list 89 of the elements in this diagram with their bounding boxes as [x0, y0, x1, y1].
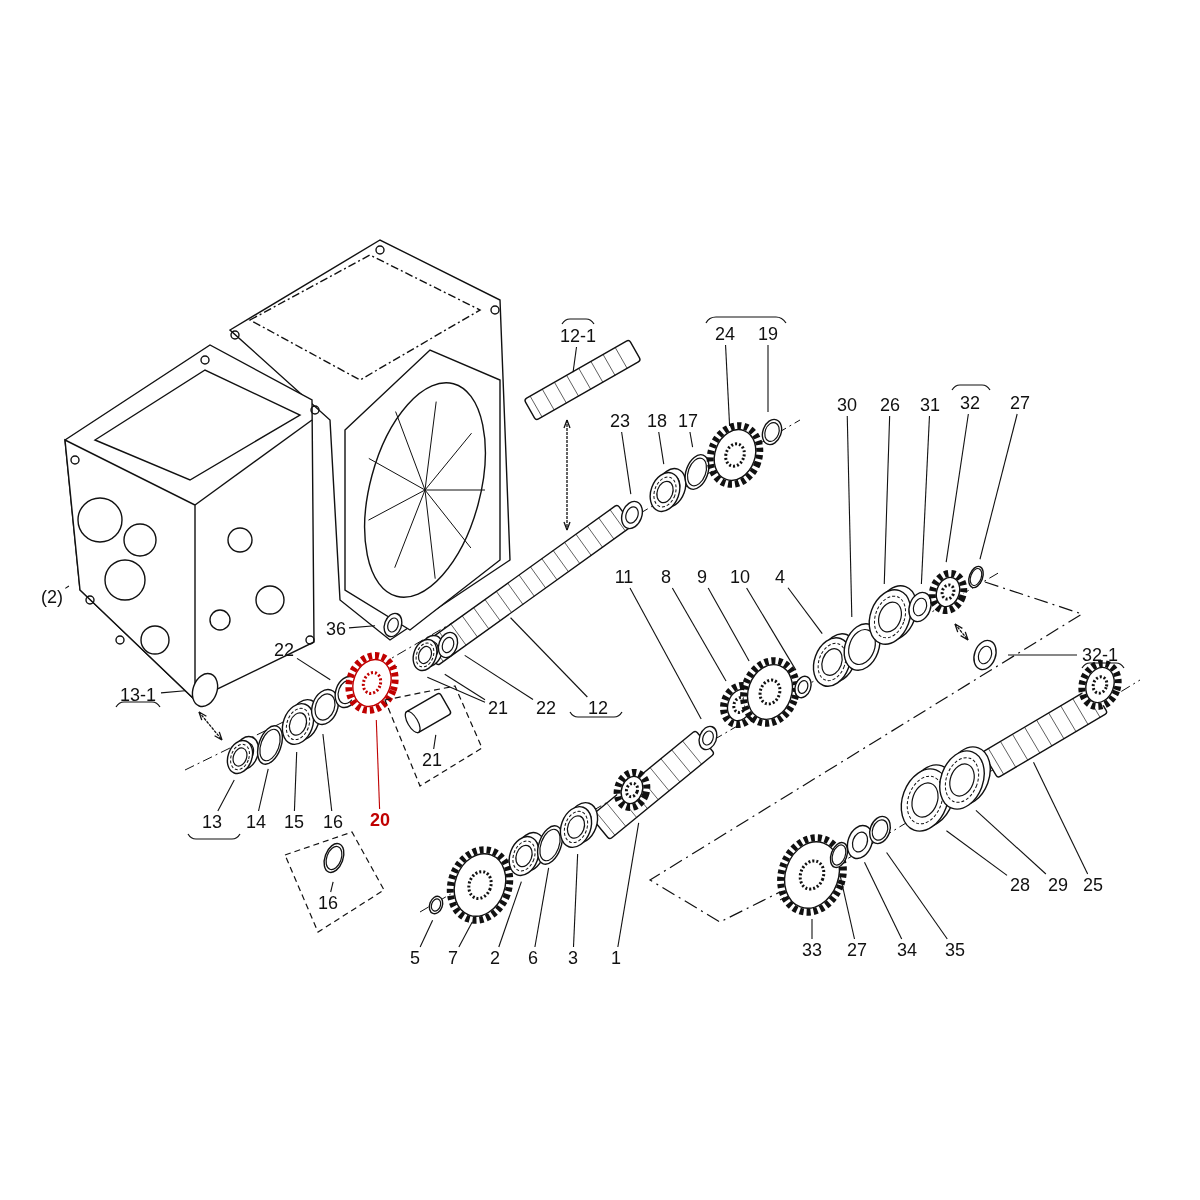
leader-line: [330, 881, 334, 893]
callout-number: 13-1: [116, 684, 160, 706]
leader-line: [920, 415, 930, 585]
callout-number: 30: [835, 394, 859, 416]
leader-line: [863, 861, 903, 940]
callout-number: 5: [408, 947, 422, 969]
leader-line: [746, 587, 797, 671]
leader-line: [444, 673, 486, 701]
leader-line: [426, 676, 486, 703]
callout-number: 17: [676, 410, 700, 432]
callout-number: 27: [845, 939, 869, 961]
callout-number: 14: [244, 811, 268, 833]
callout-number: 23: [608, 410, 632, 432]
callout-number: 13: [200, 811, 224, 833]
leader-line: [510, 617, 588, 698]
callout-number: 24: [713, 323, 737, 345]
callout-number: 32: [958, 392, 982, 414]
callout-number: 34: [895, 939, 919, 961]
leader-line: [419, 919, 434, 948]
leader-line: [629, 587, 702, 720]
leader-line: [160, 690, 186, 694]
callout-number: 7: [446, 947, 460, 969]
callout-number: 19: [756, 323, 780, 345]
leader-line: [572, 853, 579, 948]
leader-line: [689, 431, 694, 448]
callout-number: 16: [316, 892, 340, 914]
leader-line: [1007, 654, 1078, 656]
callout-number: 3: [566, 947, 580, 969]
leader-line: [296, 657, 331, 681]
callout-number: 35: [943, 939, 967, 961]
leader-line: [811, 918, 813, 940]
leader-line: [839, 873, 856, 940]
callout-number: 4: [773, 566, 787, 588]
leader-line: [767, 344, 769, 413]
callout-number: 31: [918, 394, 942, 416]
leader-line: [975, 809, 1047, 875]
leader-line: [671, 587, 727, 682]
callout-number: 9: [695, 566, 709, 588]
callout-number: 16: [321, 811, 345, 833]
callout-number: 8: [659, 566, 673, 588]
leader-line: [886, 852, 948, 940]
leader-line: [498, 881, 522, 948]
callout-number: 33: [800, 939, 824, 961]
callout-number: 25: [1081, 874, 1105, 896]
callout-number: 36: [324, 618, 348, 640]
callout-number: 11: [612, 566, 636, 588]
leader-line: [348, 625, 376, 629]
leader-line: [846, 415, 853, 618]
leader-line: [707, 587, 750, 662]
callout-number: 22: [534, 697, 558, 719]
leader-line: [64, 585, 70, 589]
callout-number: 12: [586, 697, 610, 719]
callout-number: 10: [728, 566, 752, 588]
leader-line: [322, 733, 333, 812]
callout-number: 22: [272, 639, 296, 661]
callout-number: 1: [609, 947, 623, 969]
callout-number: 18: [645, 410, 669, 432]
leader-line: [621, 431, 632, 495]
leader-line: [617, 822, 640, 948]
leader-line: [257, 768, 269, 812]
callout-number: (2): [35, 586, 69, 608]
leader-line: [945, 413, 969, 563]
callout-number: 29: [1046, 874, 1070, 896]
callout-number: 12-1: [556, 325, 600, 347]
callout-number: 21: [420, 749, 444, 771]
leader-line: [658, 431, 665, 465]
callout-number: 2: [488, 947, 502, 969]
leader-line: [375, 719, 381, 810]
leader-line: [1032, 761, 1089, 875]
callout-number: 26: [878, 394, 902, 416]
callout-number: 32-1: [1078, 644, 1122, 666]
leader-line: [534, 867, 550, 948]
callout-number: 20: [368, 809, 392, 831]
leader-line: [945, 830, 1008, 876]
callout-number: 28: [1008, 874, 1032, 896]
leader-line: [293, 751, 298, 812]
leader-line: [883, 415, 891, 585]
leader-line: [433, 734, 437, 750]
leader-line: [217, 779, 235, 812]
callout-number: 21: [486, 697, 510, 719]
leader-line: [787, 587, 823, 635]
callout-number: 6: [526, 947, 540, 969]
leader-line: [979, 413, 1018, 560]
leader-line: [725, 344, 731, 427]
callout-number: 15: [282, 811, 306, 833]
leader-line: [458, 921, 473, 948]
leader-line: [464, 654, 534, 701]
leader-line: [572, 346, 578, 373]
callout-number: 27: [1008, 392, 1032, 414]
